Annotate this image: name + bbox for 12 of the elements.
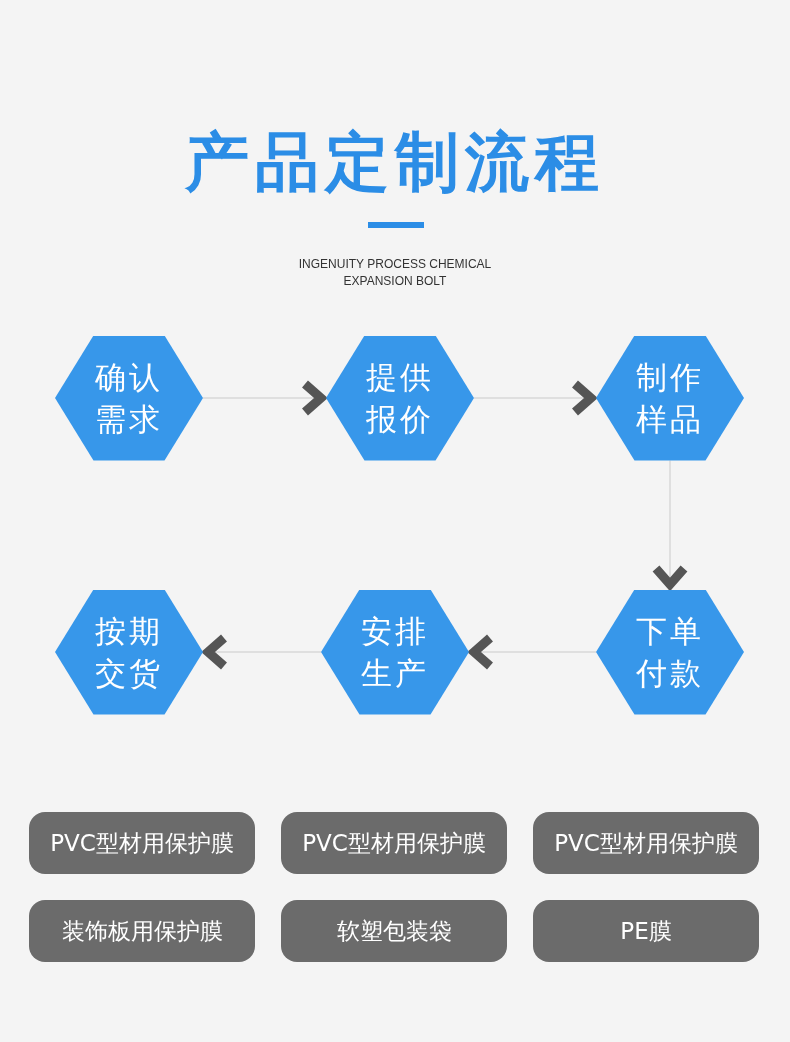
- chevron-arrow: [202, 379, 327, 417]
- product-tag: PE膜: [533, 900, 759, 962]
- product-tag: 装饰板用保护膜: [29, 900, 255, 962]
- chevron-arrow: [651, 459, 689, 591]
- product-tag: PVC型材用保护膜: [281, 812, 507, 874]
- chevron-arrow: [473, 379, 597, 417]
- subtitle: INGENUITY PROCESS CHEMICAL EXPANSION BOLT: [297, 256, 493, 290]
- product-tag: 软塑包装袋: [281, 900, 507, 962]
- product-tag: PVC型材用保护膜: [29, 812, 255, 874]
- title: 产品定制流程: [184, 124, 606, 201]
- chevron-arrow: [468, 633, 597, 671]
- product-tag: PVC型材用保护膜: [533, 812, 759, 874]
